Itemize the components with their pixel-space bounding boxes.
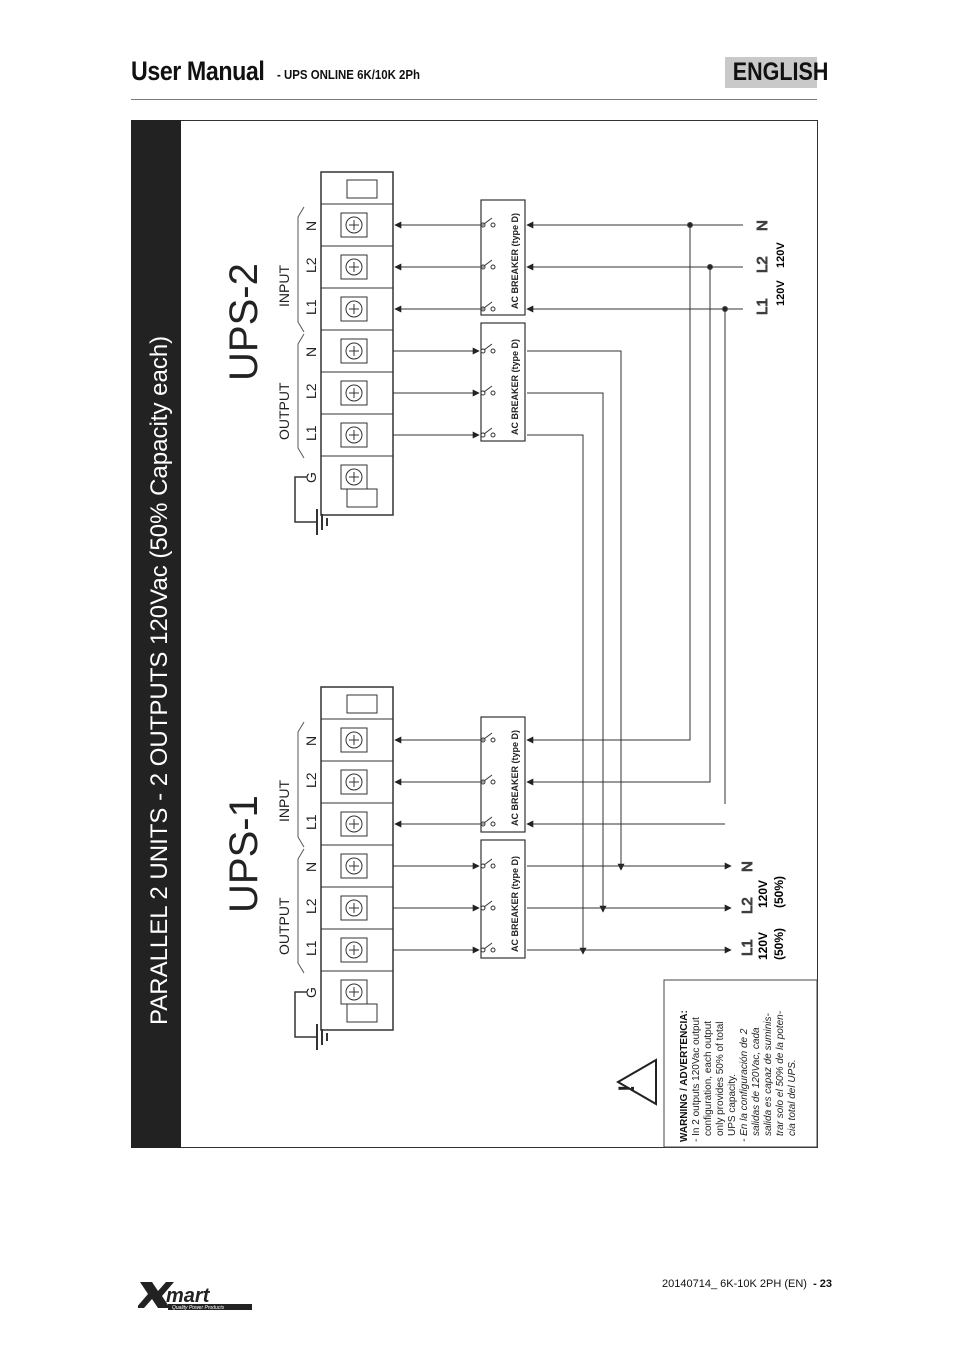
warning-title: WARNING / ADVERTENCIA: bbox=[679, 1010, 690, 1142]
mains-terminal-label: N bbox=[754, 220, 771, 231]
ups1-terminal-label: L1 bbox=[303, 940, 319, 956]
warning-en-3: only provides 50% of total bbox=[715, 1021, 726, 1136]
warning-es-1: - En la configuración de 2 bbox=[739, 1028, 750, 1142]
ups2-out-n bbox=[527, 350, 622, 868]
ups2-input-breaker-label: AC BREAKER (type D) bbox=[510, 213, 520, 309]
out-l2-pct: (50%) bbox=[772, 876, 786, 908]
ups2-output-breaker: AC BREAKER (type D) bbox=[480, 322, 526, 442]
ups1-output-breaker-label: AC BREAKER (type D) bbox=[510, 856, 520, 952]
page-number: - 23 bbox=[813, 1278, 833, 1290]
ups2-terminal-label: L2 bbox=[303, 257, 319, 273]
warning-icon: ! bbox=[614, 1058, 657, 1106]
ups1-input-breaker: AC BREAKER (type D) bbox=[480, 716, 526, 833]
logo-tagline: Quality Power Products bbox=[172, 1305, 225, 1311]
ups1-terminal-label: L2 bbox=[303, 898, 319, 914]
footer-doc-code: 20140714_ 6K-10K 2PH (EN) - 23 bbox=[662, 1278, 832, 1290]
out-l2-volt: 120V bbox=[756, 880, 770, 908]
warning-en-1: - In 2 outputs 120Vac output bbox=[691, 1017, 702, 1142]
mains-terminal-label: L2 bbox=[754, 256, 771, 273]
header-divider bbox=[131, 99, 817, 100]
ups2-out-l2 bbox=[527, 392, 604, 910]
logo-wordmark: mart bbox=[166, 1285, 211, 1307]
page-header: User Manual - UPS ONLINE 6K/10K 2Ph ENGL… bbox=[0, 0, 954, 110]
in-l1-volt: 120V bbox=[775, 280, 787, 306]
ups1-label: UPS-1 bbox=[222, 795, 266, 913]
ups1-input-label: INPUT bbox=[276, 780, 292, 822]
language-badge: ENGLISH bbox=[725, 57, 828, 88]
load-terminal-label: N bbox=[739, 861, 756, 872]
warning-es-5: cia total del UPS. bbox=[787, 1059, 798, 1136]
ups2-terminal-label: L1 bbox=[303, 299, 319, 315]
ups2-input-label: INPUT bbox=[276, 265, 292, 307]
warning-box: ! WARNING / ADVERTENCIA: - In 2 outputs … bbox=[614, 979, 818, 1148]
out-l1-pct: (50%) bbox=[772, 928, 786, 960]
load-terminal-label: L1 bbox=[739, 939, 756, 956]
tap-n-ups1 bbox=[527, 225, 691, 741]
ups1-terminal-label: N bbox=[303, 736, 319, 746]
ups1-terminal-label: G bbox=[303, 987, 319, 998]
xmart-logo: mart Quality Power Products bbox=[138, 1282, 252, 1311]
ups1-terminal-label: L2 bbox=[303, 772, 319, 788]
ups2-out-l1 bbox=[527, 434, 584, 952]
manual-title: User Manual bbox=[131, 56, 265, 86]
load-terminal-label: L2 bbox=[739, 897, 756, 914]
warning-es-2: salidas de 120Vac, cada bbox=[751, 1027, 762, 1136]
ups1-output-label: OUTPUT bbox=[276, 897, 292, 955]
tap-l2-ups1 bbox=[529, 267, 711, 783]
warning-en-4: UPS capacity. bbox=[727, 1074, 738, 1136]
warning-es-3: salida es capaz de suminis- bbox=[763, 1012, 774, 1136]
product-subtitle: - UPS ONLINE 6K/10K 2Ph bbox=[277, 67, 421, 82]
ups2-terminal-label: L1 bbox=[303, 425, 319, 441]
ups2-terminal-label: N bbox=[303, 221, 319, 231]
ups2-output-label: OUTPUT bbox=[276, 382, 292, 440]
diagram-frame bbox=[131, 120, 818, 1148]
ups1-input-breaker-label: AC BREAKER (type D) bbox=[510, 730, 520, 826]
diagram-title: PARALLEL 2 UNITS - 2 OUTPUTS 120Vac (50%… bbox=[146, 336, 173, 1025]
ups2-input-breaker: AC BREAKER (type D) bbox=[480, 199, 526, 316]
out-l1-volt: 120V bbox=[756, 932, 770, 960]
ups1-output-breaker: AC BREAKER (type D) bbox=[480, 839, 526, 959]
mains-terminal-label: L1 bbox=[754, 298, 771, 315]
ups1-terminal-label: N bbox=[303, 862, 319, 872]
wiring-diagram: PARALLEL 2 UNITS - 2 OUTPUTS 120Vac (50%… bbox=[131, 120, 818, 1148]
warning-es-4: trar solo el 50% de la poten- bbox=[775, 1010, 786, 1136]
ups2-terminal-label: L2 bbox=[303, 383, 319, 399]
title-band bbox=[131, 120, 181, 1148]
in-l2-volt: 120V bbox=[775, 242, 787, 268]
ups1-terminal-label: L1 bbox=[303, 814, 319, 830]
ups2-output-breaker-label: AC BREAKER (type D) bbox=[510, 339, 520, 435]
ups2-terminal-label: G bbox=[303, 472, 319, 483]
ups2-label: UPS-2 bbox=[222, 263, 266, 381]
svg-text:!: ! bbox=[614, 1085, 639, 1092]
doc-code: 20140714_ 6K-10K 2PH (EN) bbox=[662, 1278, 807, 1290]
ups2-terminal-label: N bbox=[303, 347, 319, 357]
warning-en-2: configuration, each output bbox=[703, 1021, 714, 1136]
